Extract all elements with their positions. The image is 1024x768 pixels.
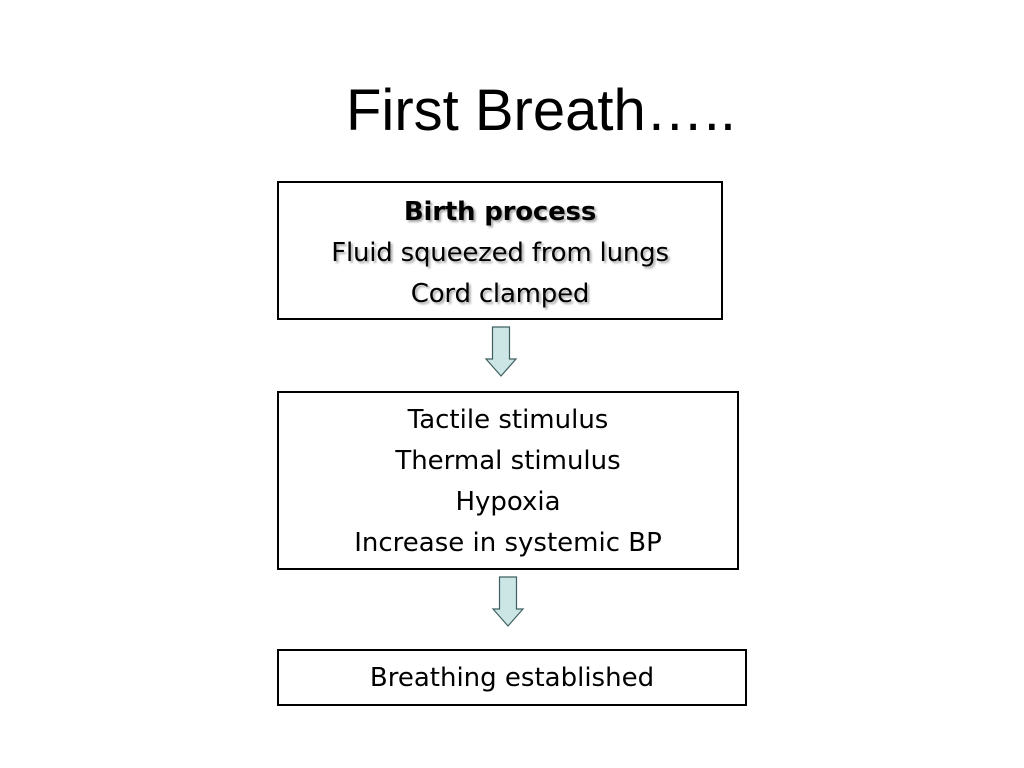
flow-box-line: Cord clamped — [410, 279, 590, 309]
slide-title: First Breath….. — [346, 78, 736, 143]
down-arrow-icon — [491, 576, 525, 627]
flow-box-stimuli: Tactile stimulus Thermal stimulus Hypoxi… — [277, 391, 739, 570]
flow-box-line: Increase in systemic BP — [354, 528, 662, 558]
flow-box-birth-process: Birth process Fluid squeezed from lungs … — [277, 181, 723, 320]
flow-box-line: Thermal stimulus — [395, 446, 621, 476]
down-arrow-icon — [484, 326, 518, 377]
flow-box-breathing-established: Breathing established — [277, 649, 747, 706]
flow-box-line: Breathing established — [369, 663, 655, 693]
flow-box-heading: Birth process — [403, 197, 597, 227]
flow-box-line: Fluid squeezed from lungs — [331, 238, 669, 268]
flow-box-line: Hypoxia — [455, 487, 561, 517]
flow-box-line: Tactile stimulus — [407, 405, 609, 435]
